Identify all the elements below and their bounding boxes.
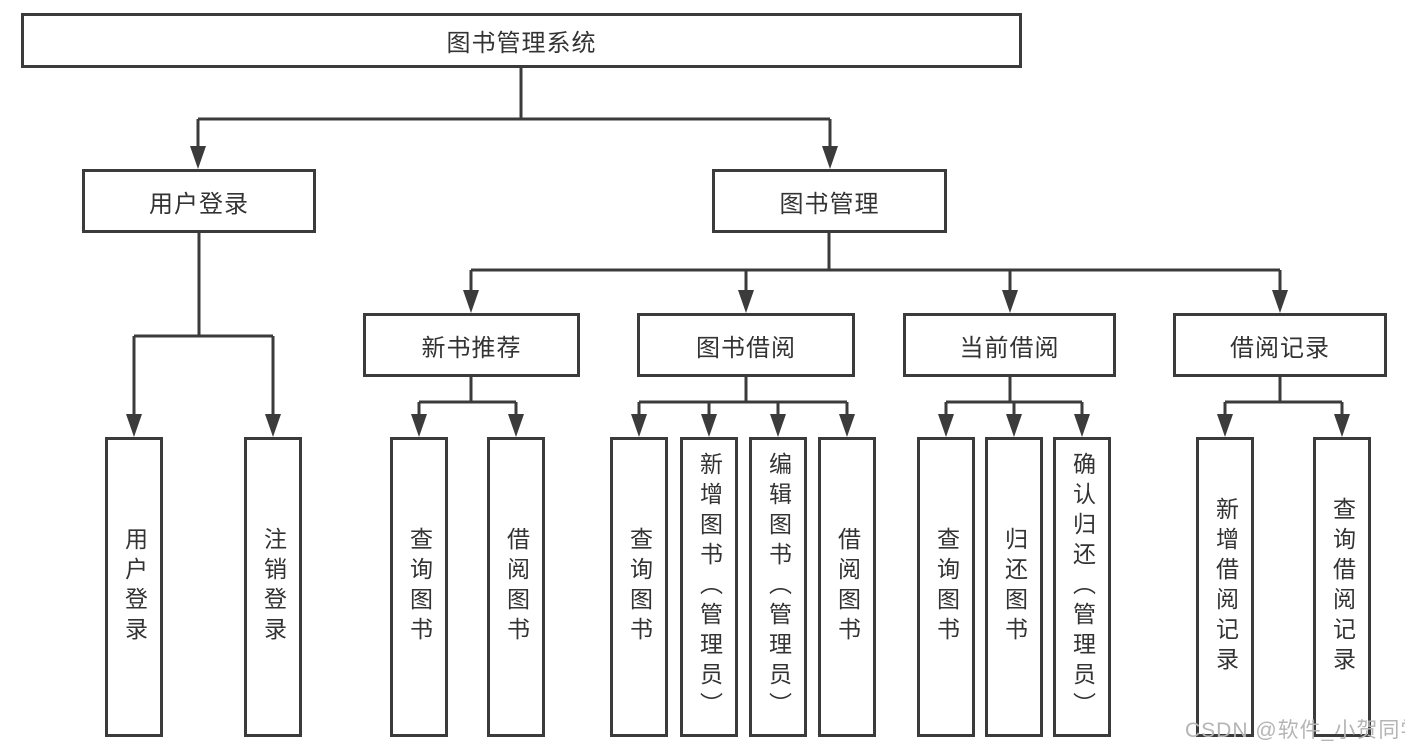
- node-library-management-system: 图书管理系统: [21, 13, 1022, 68]
- node-label: 用户登录: [121, 527, 148, 647]
- edge-root-to-level2: [190, 68, 838, 169]
- edge-book-management-children: [463, 233, 1288, 313]
- node-label: 用户登录: [149, 190, 249, 218]
- csdn-watermark: CSDN @软件_小贺同学: [1185, 719, 1405, 742]
- node-book-management: 图书管理: [712, 169, 947, 233]
- edge-book-borrowing-children: [631, 377, 855, 437]
- node-label: 查询借阅记录: [1329, 497, 1356, 677]
- node-label: 图书管理系统: [446, 30, 597, 57]
- node-leaf-query-books-recommend: 查询图书: [390, 437, 448, 737]
- node-label: 借阅记录: [1230, 334, 1330, 362]
- node-leaf-query-books-current: 查询图书: [917, 437, 975, 737]
- node-label: 图书管理: [779, 190, 880, 218]
- node-leaf-return-books: 归还图书: [985, 437, 1043, 737]
- node-label: 归还图书: [1001, 527, 1028, 647]
- node-user-login: 用户登录: [82, 169, 316, 233]
- node-label: 编辑图书（管理员）: [765, 452, 792, 722]
- node-label: 借阅图书: [834, 527, 861, 647]
- node-leaf-edit-books-admin: 编辑图书（管理员）: [749, 437, 807, 737]
- node-leaf-add-books-admin: 新增图书（管理员）: [680, 437, 738, 737]
- node-label: 查询图书: [933, 527, 960, 647]
- edge-current-borrowing-children: [938, 377, 1090, 437]
- node-leaf-user-login: 用户登录: [105, 437, 163, 737]
- node-new-book-recommend: 新书推荐: [363, 313, 580, 377]
- node-leaf-confirm-return-admin: 确认归还（管理员）: [1053, 437, 1111, 737]
- node-current-borrowing: 当前借阅: [903, 313, 1116, 377]
- node-leaf-query-borrow-record: 查询借阅记录: [1313, 437, 1371, 737]
- node-label: 借阅图书: [503, 527, 530, 647]
- node-leaf-borrow-books-borrowing: 借阅图书: [818, 437, 876, 737]
- node-label: 新增借阅记录: [1212, 497, 1239, 677]
- node-label: 图书借阅: [696, 334, 796, 362]
- node-book-borrowing: 图书借阅: [637, 313, 855, 377]
- node-label: 新增图书（管理员）: [696, 452, 723, 722]
- node-label: 确认归还（管理员）: [1069, 452, 1096, 722]
- node-label: 新书推荐: [421, 334, 522, 362]
- node-leaf-query-books-borrowing: 查询图书: [610, 437, 668, 737]
- node-label: 注销登录: [260, 527, 287, 647]
- node-label: 当前借阅: [959, 334, 1060, 362]
- edge-new-book-recommend-children: [411, 377, 524, 437]
- node-leaf-borrow-books-recommend: 借阅图书: [487, 437, 545, 737]
- node-label: 查询图书: [626, 527, 653, 647]
- edge-user-login-children: [126, 233, 281, 437]
- node-leaf-logout: 注销登录: [244, 437, 302, 737]
- node-label: 查询图书: [406, 527, 433, 647]
- node-borrowing-records: 借阅记录: [1173, 313, 1387, 377]
- node-leaf-add-borrow-record: 新增借阅记录: [1196, 437, 1254, 737]
- edge-borrowing-records-children: [1217, 377, 1350, 437]
